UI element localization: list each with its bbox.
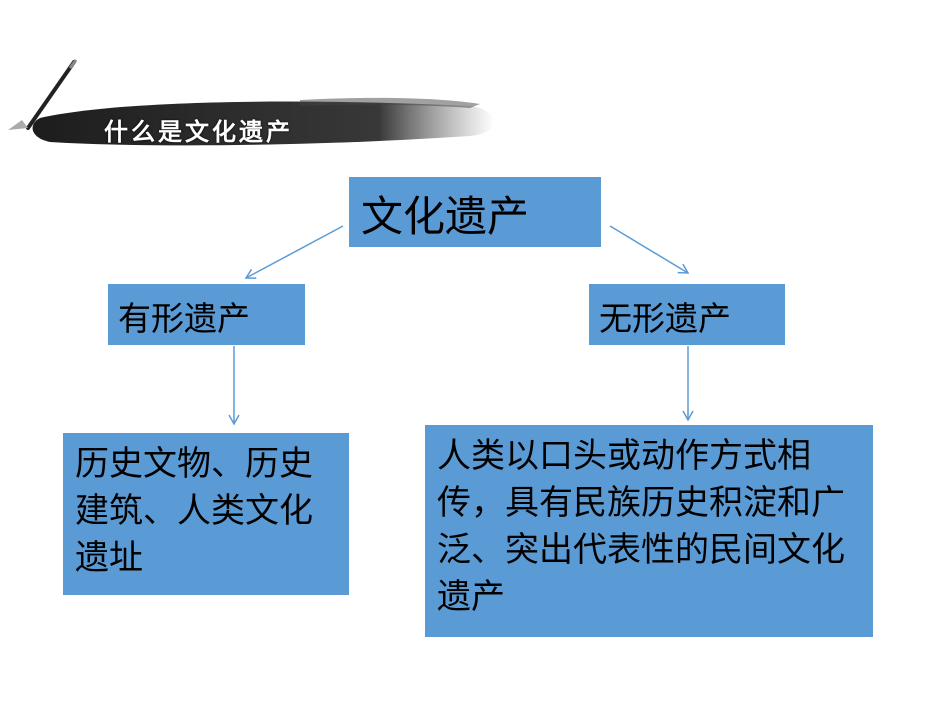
tangible-description: 历史文物、历史建筑、人类文化遗址 xyxy=(63,433,349,595)
intangible-description: 人类以口头或动作方式相传，具有民族历史积淀和广泛、突出代表性的民间文化遗产 xyxy=(425,425,873,637)
arrow-root-to-tangible xyxy=(244,225,344,279)
ink-stroke-fringe xyxy=(300,97,480,108)
ink-brush-banner xyxy=(8,59,495,146)
root-node-cultural-heritage: 文化遗产 xyxy=(349,177,601,247)
node-intangible-heritage: 无形遗产 xyxy=(589,284,785,345)
arrow-root-to-intangible xyxy=(609,225,690,274)
page-title: 什么是文化遗产 xyxy=(104,117,293,146)
ink-stroke xyxy=(32,101,495,146)
calligraphy-brush-icon xyxy=(8,59,78,130)
node-tangible-heritage: 有形遗产 xyxy=(108,284,305,345)
